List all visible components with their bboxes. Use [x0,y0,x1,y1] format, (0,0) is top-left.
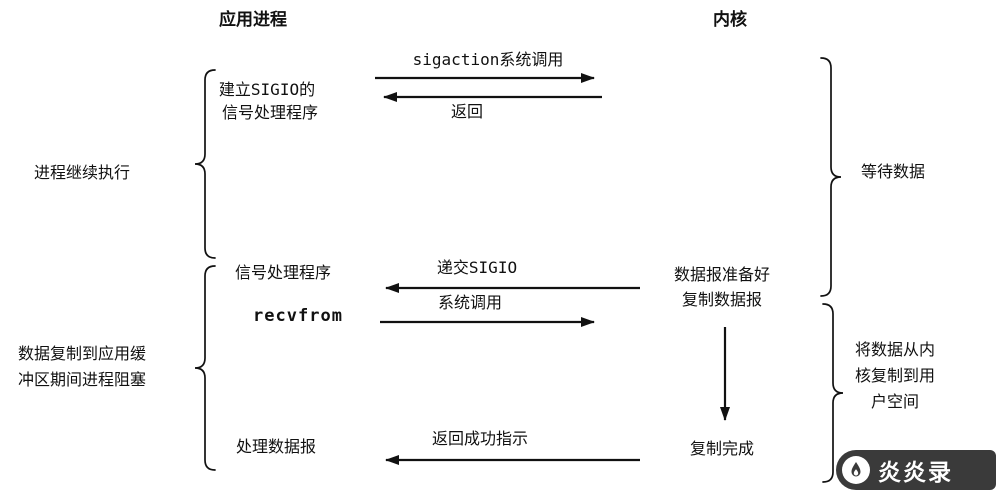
wait-for-data-label: 等待数据 [860,164,926,181]
process-continues-label: 进程继续执行 [33,165,131,182]
deliver-sigio-label: 递交SIGIO [436,258,518,277]
watermark-badge: 炎炎录 [836,450,996,490]
signal-handler-label: 信号处理程序 [234,265,332,282]
flame-logo-icon [842,456,870,484]
brace-process-blocked [194,265,216,471]
recvfrom-call-label: recvfrom [253,306,343,326]
header-kernel: 内核 [713,10,747,29]
return-success-label: 返回成功指示 [431,431,529,448]
datagram-ready-line1: 数据报准备好 [673,267,771,284]
brace-copy-to-user [822,303,844,483]
header-application-process: 应用进程 [219,10,287,29]
system-call-label: 系统调用 [437,295,503,312]
process-datagram-label: 处理数据报 [235,439,317,456]
brace-process-continues [194,69,216,259]
process-blocked-line2: 冲区期间进程阻塞 [17,372,147,389]
establish-sigio-line2: 信号处理程序 [221,105,319,122]
establish-sigio-line1: 建立SIGIO的 [218,80,316,99]
copy-complete-label: 复制完成 [689,441,755,458]
copy-to-user-line3: 户空间 [870,394,920,411]
process-blocked-line1: 数据复制到应用缓 [17,346,147,363]
return-label: 返回 [450,104,484,121]
copy-to-user-line2: 核复制到用 [854,368,936,385]
sigaction-call-label: sigaction系统调用 [412,50,564,69]
copy-to-user-line1: 将数据从内 [854,342,936,359]
brace-wait-for-data [820,57,842,297]
datagram-ready-line2: 复制数据报 [681,292,763,309]
watermark-label: 炎炎录 [878,459,953,485]
